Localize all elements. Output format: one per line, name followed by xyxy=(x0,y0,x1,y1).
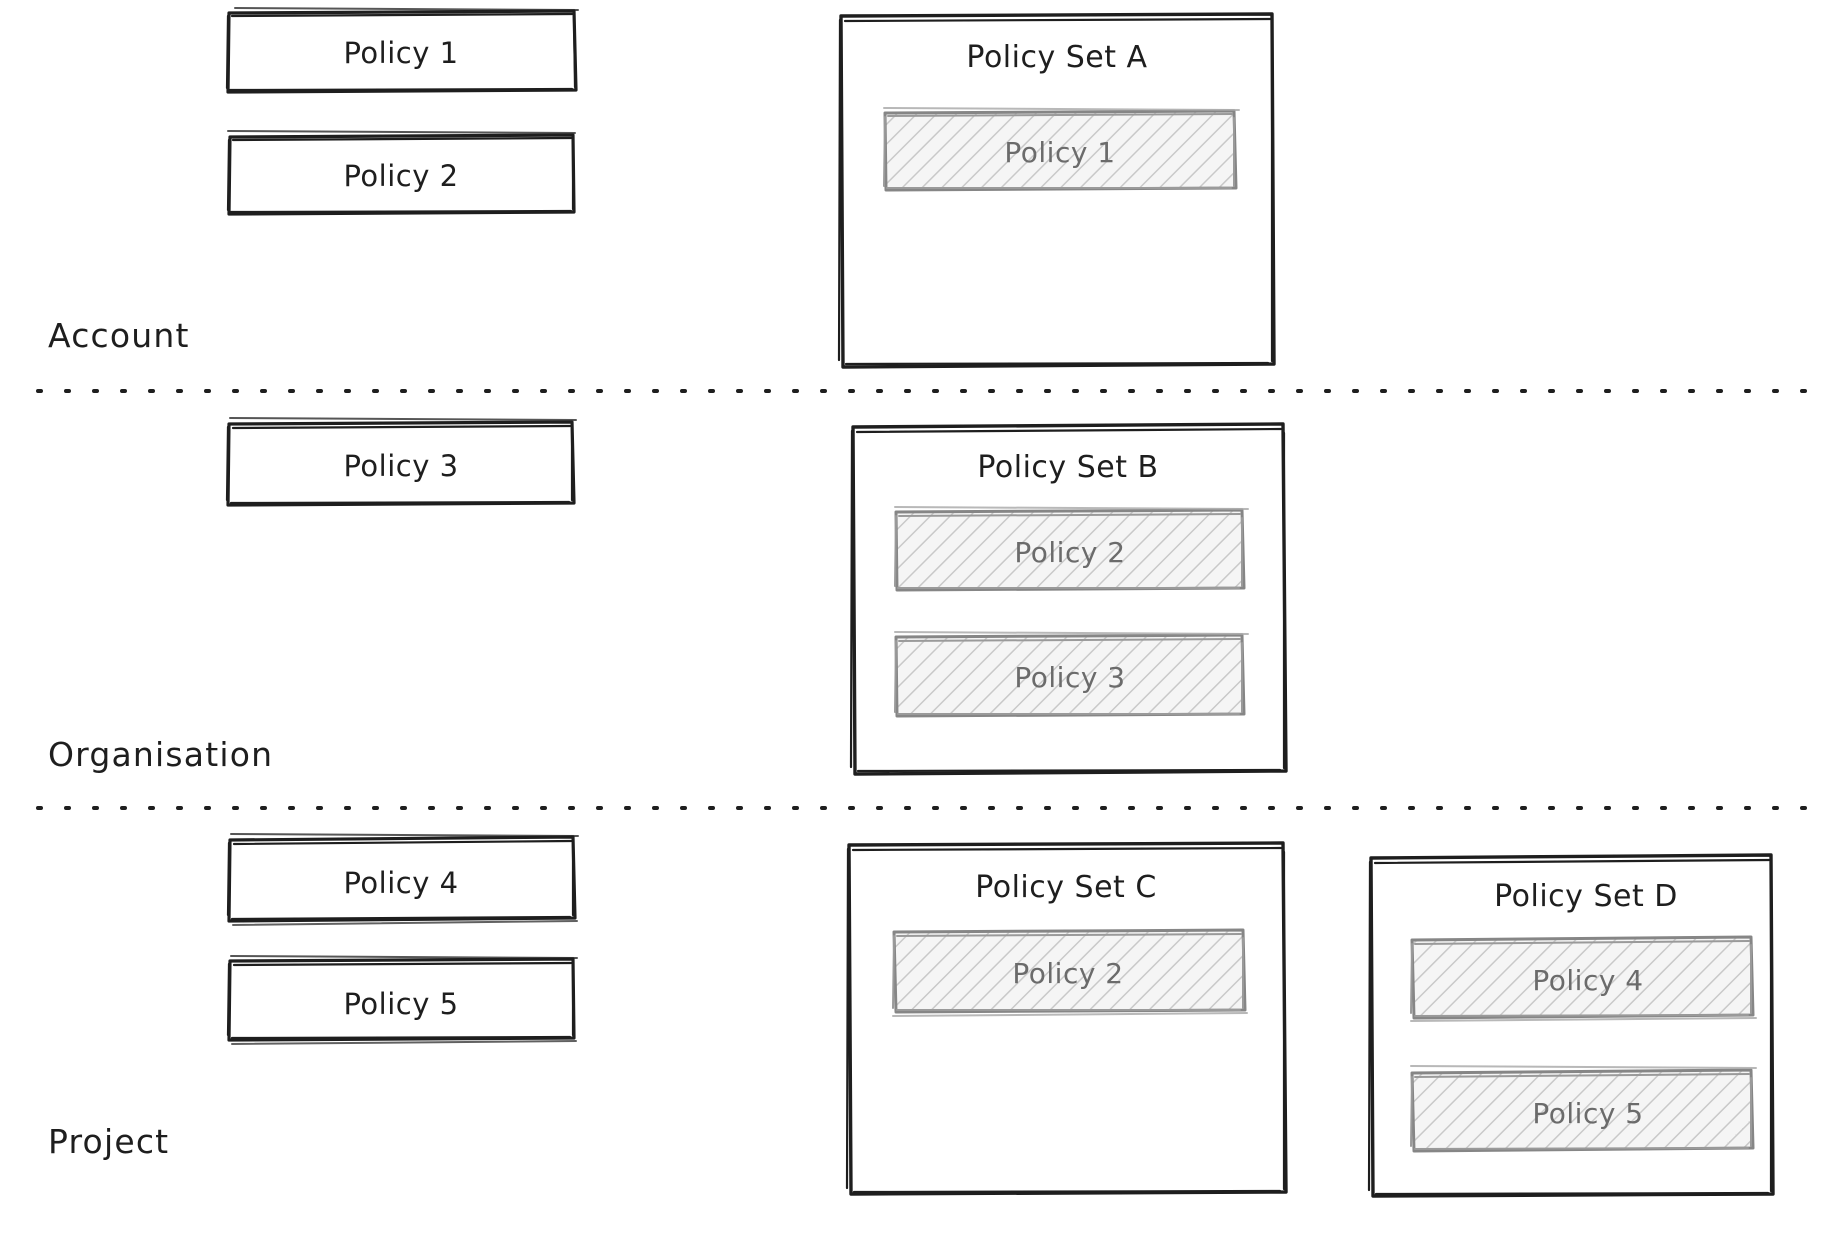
policy-set-member-label-c-policy-2: Policy 2 xyxy=(1012,957,1124,990)
policy-label-policy-3: Policy 3 xyxy=(343,449,459,483)
tier-label-account: Account xyxy=(48,316,190,355)
policy-set-member-label-b-policy-3: Policy 3 xyxy=(1014,661,1126,694)
policy-label-policy-5: Policy 5 xyxy=(343,987,459,1021)
policy-set-member-label-b-policy-2: Policy 2 xyxy=(1014,536,1126,569)
policy-set-title-d: Policy Set D xyxy=(1494,879,1678,914)
policy-set-member-label-a-policy-1: Policy 1 xyxy=(1004,136,1116,169)
policy-set-title-c: Policy Set C xyxy=(975,870,1157,905)
policy-set-member-label-d-policy-4: Policy 4 xyxy=(1532,964,1644,997)
policy-label-policy-1: Policy 1 xyxy=(343,36,459,70)
policy-set-title-a: Policy Set A xyxy=(966,40,1148,75)
policy-set-member-label-d-policy-5: Policy 5 xyxy=(1532,1097,1644,1130)
tier-label-organisation: Organisation xyxy=(48,735,274,774)
policy-label-policy-2: Policy 2 xyxy=(343,159,459,193)
policy-set-title-b: Policy Set B xyxy=(977,450,1159,485)
policy-label-policy-4: Policy 4 xyxy=(343,866,459,900)
tier-label-project: Project xyxy=(48,1122,170,1161)
